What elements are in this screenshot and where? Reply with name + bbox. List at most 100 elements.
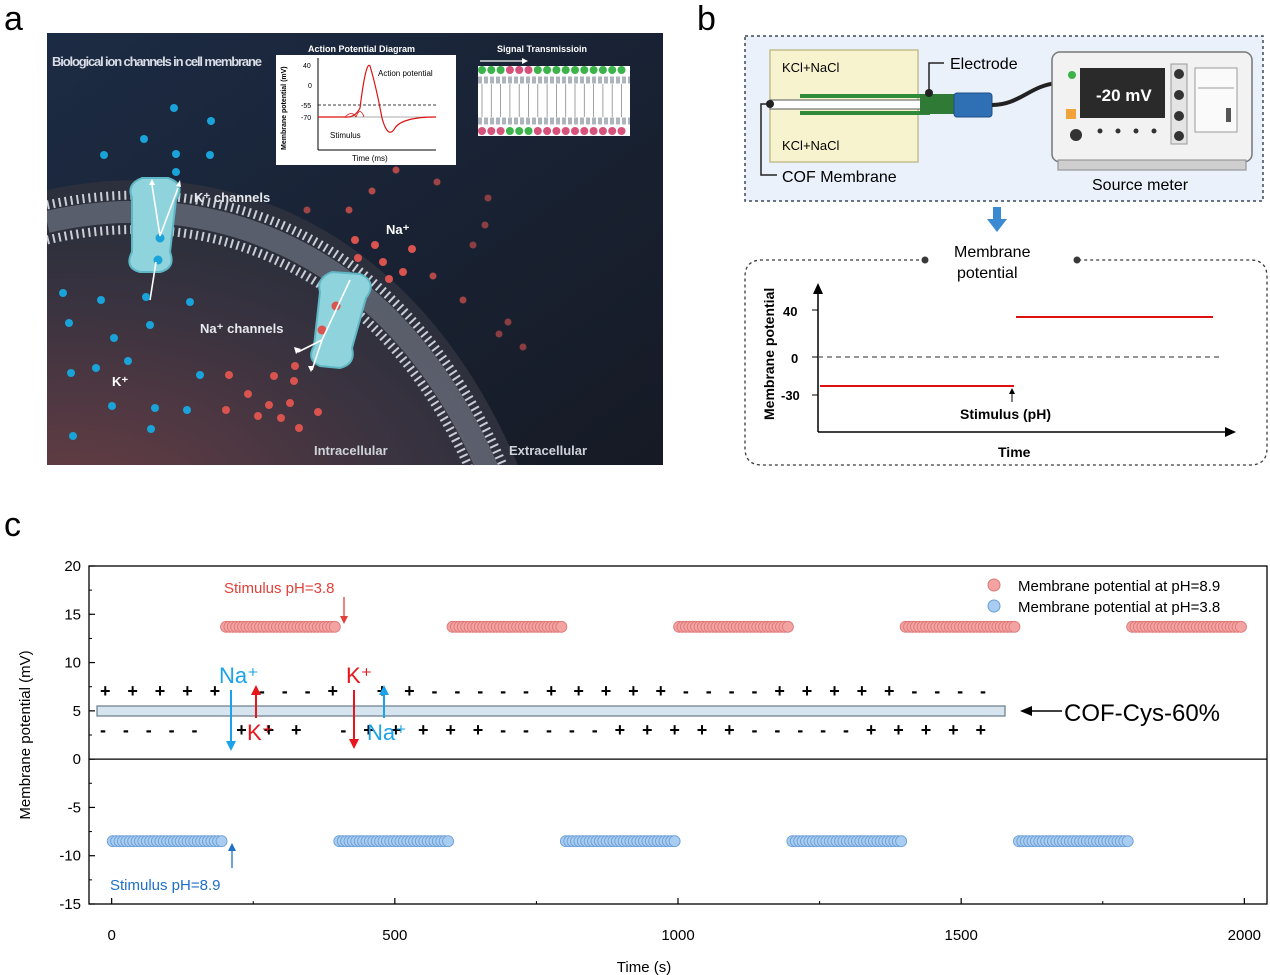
- k-down-arrow-icon: [349, 739, 359, 749]
- cof-membrane-bar: [96, 705, 1006, 717]
- signal-charge-top: [617, 66, 626, 74]
- ap-tick-0: 0: [308, 83, 312, 90]
- signal-charge-bottom: [571, 127, 579, 135]
- plot-tick-0: 0: [791, 351, 798, 366]
- ap-tick-40: 40: [303, 63, 311, 70]
- stimulus-top-label: Stimulus pH=3.8: [224, 580, 334, 597]
- signal-charge-top: [561, 66, 570, 74]
- panel-label-a: a: [4, 0, 23, 38]
- signal-charge-top: [552, 66, 561, 74]
- signal-charge-top: [524, 66, 533, 74]
- cof-membrane-label: COF Membrane: [782, 169, 897, 186]
- signal-charge-bottom: [580, 127, 589, 135]
- x-tick-label: 0: [107, 927, 115, 944]
- data-point-ph89: [1008, 620, 1021, 633]
- k-ions: [59, 104, 215, 440]
- signal-charge-bottom: [487, 127, 496, 135]
- ap-tick-55: -55: [301, 103, 311, 110]
- na-ion-left: Na⁺: [219, 663, 259, 688]
- membrane-potential-label-line1: Membrane: [954, 244, 1031, 261]
- signal-charge-top: [496, 66, 505, 74]
- ap-tick-70: -70: [301, 115, 311, 122]
- y-tick-label: 15: [64, 606, 81, 623]
- signal-charge-top: [598, 66, 607, 74]
- na-channel: [294, 270, 372, 372]
- source-meter-label: Source meter: [1092, 177, 1189, 194]
- signal-title: Signal Transmissioin: [497, 44, 587, 54]
- k-ion-right: K⁺: [346, 663, 372, 688]
- signal-charge-top: [580, 66, 589, 74]
- signal-charge-bottom: [552, 127, 561, 135]
- legend-label-ph38: Membrane potential at pH=3.8: [1018, 599, 1220, 616]
- kcl-bottom-label: KCl+NaCl: [782, 138, 840, 153]
- data-point-ph38: [215, 835, 228, 848]
- x-axis-label: Time (s): [617, 959, 671, 975]
- signal-charge-top: [505, 66, 514, 74]
- plot-stimulus-label: Stimulus (pH): [960, 406, 1051, 422]
- na-ion-right: Na⁺: [367, 720, 407, 745]
- k-up-arrow-icon: [251, 685, 261, 695]
- signal-charge-top: [589, 66, 598, 74]
- signal-charge-bottom: [608, 127, 617, 135]
- panel-a-title: Biological ion channels in cell membrane: [52, 54, 262, 69]
- ap-title: Action Potential Diagram: [308, 44, 415, 54]
- membrane-pointer-arrow-icon: [1020, 706, 1032, 716]
- bottom-electrode-strip: [800, 111, 930, 115]
- down-arrow-icon: [987, 219, 1007, 232]
- legend-label-ph89: Membrane potential at pH=8.9: [1018, 578, 1220, 595]
- membrane-tails: [47, 200, 498, 465]
- panel-label-b: b: [697, 0, 716, 38]
- signal-charge-bottom: [589, 127, 598, 135]
- panel-label-c: c: [4, 506, 21, 544]
- y-tick-label: 20: [64, 558, 81, 575]
- y-axis-arrow-icon: [813, 283, 823, 294]
- y-tick-label: 10: [64, 655, 81, 672]
- extracellular-label: Extracellular: [509, 443, 587, 458]
- stimulus-bottom-arrow-icon: [228, 843, 236, 851]
- signal-charge-top: [478, 66, 486, 74]
- legend-marker-ph89: [987, 578, 1001, 592]
- ap-stimulus-label: Stimulus: [330, 131, 361, 140]
- x-tick-label: 1000: [661, 927, 694, 944]
- x-axis-arrow-icon: [1225, 427, 1236, 437]
- k-channels-label: K⁺ channels: [194, 190, 270, 205]
- y-tick-label: -15: [59, 896, 81, 913]
- signal-charge-top: [515, 66, 524, 74]
- na-channels-label: Na⁺ channels: [200, 321, 283, 336]
- ap-xlabel: Time (ms): [352, 154, 388, 163]
- x-tick-label: 1500: [944, 927, 977, 944]
- charges-top: + + + + + - - - + + + - - - - - + + + + …: [100, 681, 990, 701]
- signal-charge-bottom: [515, 127, 524, 135]
- y-tick-label: 5: [73, 703, 81, 720]
- k-channel: [128, 177, 181, 301]
- legend-marker-ph38: [987, 599, 1001, 613]
- top-electrode-strip: [800, 94, 930, 98]
- electrode-connector: [920, 94, 954, 114]
- signal-charge-bottom: [505, 127, 514, 135]
- plot-box: [744, 259, 1268, 466]
- y-tick-label: 0: [73, 751, 81, 768]
- membrane-outer-heads: [47, 190, 508, 465]
- stimulus-bottom-label: Stimulus pH=8.9: [110, 877, 220, 894]
- source-meter: -20 mV: [1051, 51, 1253, 171]
- plot-xlabel: Time: [998, 444, 1031, 460]
- data-point-ph38: [895, 835, 908, 848]
- y-axis-label: Membrane potential (mV): [17, 650, 34, 819]
- signal-charge-top: [487, 66, 496, 74]
- x-tick-label: 2000: [1228, 927, 1261, 944]
- data-point-ph38: [442, 835, 455, 848]
- signal-charge-top: [543, 66, 552, 74]
- ap-curve-label: Action potential: [378, 69, 433, 78]
- plot-ylabel: Membrane potential: [761, 288, 777, 420]
- y-tick-label: -10: [59, 848, 81, 865]
- x-tick-label: 500: [382, 927, 407, 944]
- signal-charge-bottom: [617, 127, 626, 135]
- data-point-ph89: [328, 620, 341, 633]
- signal-transmission-inset: Signal Transmissioin: [478, 44, 630, 136]
- na-down-arrow-icon: [226, 741, 236, 751]
- electrode-label: Electrode: [950, 56, 1018, 73]
- intracellular-label: Intracellular: [314, 443, 388, 458]
